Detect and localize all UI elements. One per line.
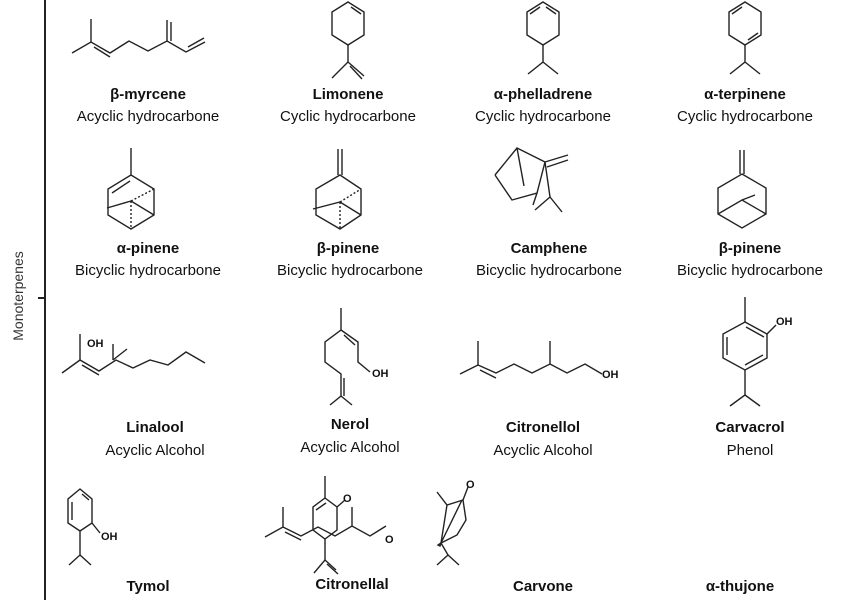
structure-nerol: OH [324,308,389,406]
compound-name: α-thujone [705,578,775,595]
svg-text:OH: OH [776,316,793,328]
compound-name: α-phelladrene [493,86,593,103]
structure-camphene [494,147,569,213]
compound-class: Phenol [726,442,774,459]
compound-name: Camphene [510,240,588,257]
svg-text:O: O [343,493,352,505]
compound-name: α-terpinene [704,86,786,103]
compound-class: Bicyclic hydrocarbone [476,262,622,279]
svg-text:OH: OH [101,531,118,543]
structure-alpha-pinene [106,148,155,230]
compound-class: Acyclic Alcohol [300,439,400,456]
compound-name: β-myrcene [110,86,186,103]
compound-name: Citronellol [505,419,581,436]
structure-thymol: OH [67,488,118,566]
compound-class: Bicyclic hydrocarbone [677,262,823,279]
compound-name: β-pinene [316,240,380,257]
o-label: O [385,534,394,546]
compound-name: Carvone [512,578,574,595]
structure-linalool: OH [61,334,206,376]
compound-class: Bicyclic hydrocarbone [277,262,423,279]
compound-class: Acyclic Alcohol [105,442,205,459]
compound-class: Cyclic hydrocarbone [280,108,416,125]
structure-beta-pinene-2 [717,150,767,229]
compound-class: Cyclic hydrocarbone [677,108,813,125]
structure-alpha-terpinene [728,1,762,75]
compound-name: Linalool [126,419,184,436]
structure-thujone: O [436,479,475,566]
structure-alpha-phellandrene [526,1,560,75]
compound-class: Acyclic Alcohol [493,442,593,459]
structure-beta-myrcene [71,19,206,58]
compound-name: Citronellal [315,576,389,593]
bracket-axis [38,0,46,600]
compound-name: Nerol [330,416,370,433]
structure-carvacrol: OH [722,297,793,407]
compound-name: Limonene [312,86,384,103]
oh-label: OH [87,338,104,350]
compound-name: Tymol [126,578,170,595]
structure-citronellol: OH [459,341,619,381]
structure-citronellal: O [264,507,394,546]
structure-limonene [331,1,365,80]
compound-name: β-pinene [718,240,782,257]
svg-text:OH: OH [602,369,619,381]
compound-class: Acyclic hydrocarbone [76,108,220,125]
structure-beta-pinene [312,149,362,230]
svg-text:O: O [466,479,475,491]
compound-name: Carvacrol [715,419,785,436]
svg-text:OH: OH [372,368,389,380]
compound-class: Bicyclic hydrocarbone [75,262,221,279]
compound-name: α-pinene [116,240,180,257]
compound-class: Cyclic hydrocarbone [475,108,611,125]
structure-carvone: O [312,476,352,575]
